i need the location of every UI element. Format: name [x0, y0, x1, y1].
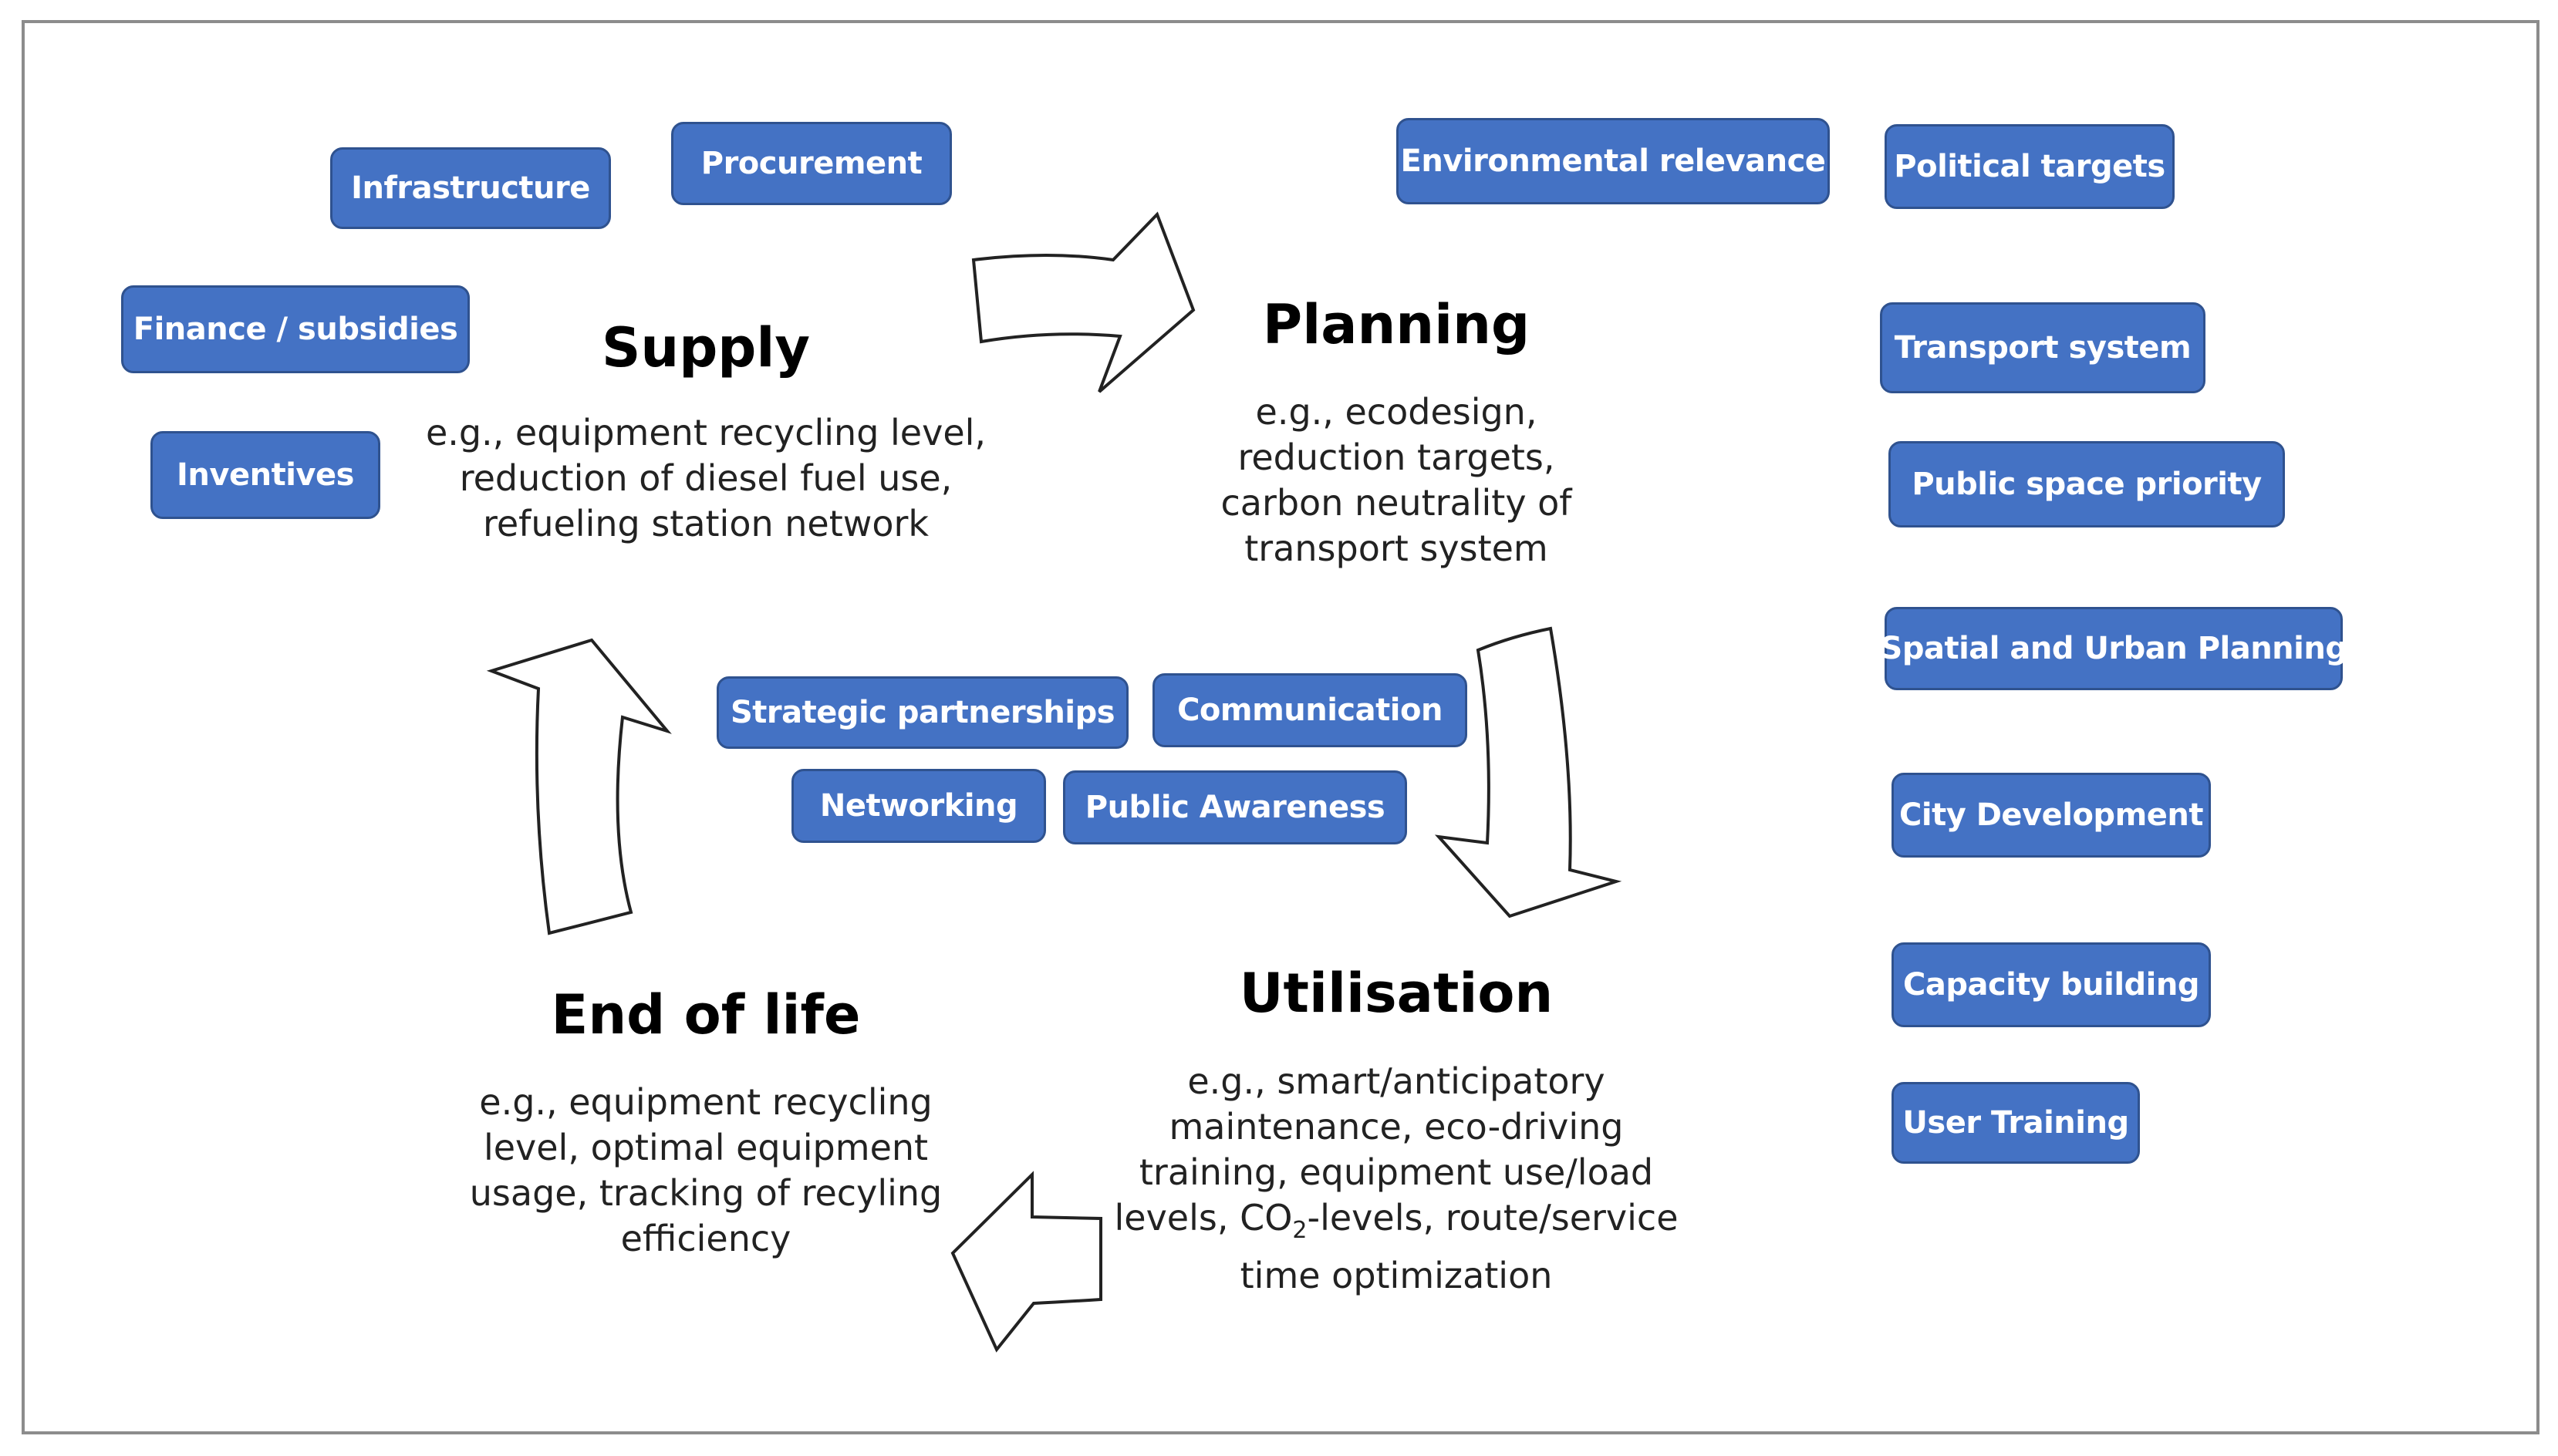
planning-desc-line: transport system — [1244, 527, 1548, 569]
city-development-box: City Development — [1892, 773, 2211, 858]
co2-suffix: -levels, route/service — [1307, 1197, 1679, 1239]
supply-title: Supply — [601, 316, 811, 379]
planning-title: Planning — [1262, 293, 1530, 356]
transport-system-box: Transport system — [1880, 302, 2205, 393]
arrow-end-of-life-to-supply — [486, 638, 672, 935]
end-of-life-desc-line: efficiency — [620, 1218, 791, 1259]
political-targets-box: Political targets — [1885, 124, 2175, 209]
end-of-life-desc-line: level, optimal equipment — [483, 1127, 929, 1168]
utilisation-desc-line: time optimization — [1240, 1255, 1553, 1297]
planning-desc-line: reduction targets, — [1237, 436, 1555, 478]
communication-box: Communication — [1152, 673, 1467, 747]
utilisation-title: Utilisation — [1239, 962, 1554, 1025]
supply-desc-line: reduction of diesel fuel use, — [459, 457, 953, 499]
environmental-relevance-box: Environmental relevance — [1396, 118, 1830, 204]
end-of-life-desc-line: usage, tracking of recyling — [469, 1172, 943, 1214]
supply-desc-line: refueling station network — [482, 503, 930, 544]
finance-subsidies-box: Finance / subsidies — [121, 285, 470, 373]
utilisation-desc-line: training, equipment use/load — [1139, 1151, 1654, 1193]
public-space-priority-box: Public space priority — [1888, 441, 2285, 527]
arrow-utilisation-to-end-of-life — [950, 1171, 1102, 1353]
inventives-box: Inventives — [150, 431, 380, 519]
strategic-partnerships-box: Strategic partnerships — [717, 676, 1129, 749]
end-of-life-description: e.g., equipment recycling level, optimal… — [397, 1080, 1014, 1262]
public-awareness-box: Public Awareness — [1063, 770, 1407, 844]
arrow-planning-to-utilisation — [1434, 626, 1622, 918]
utilisation-desc-co2-line: levels, CO2-levels, route/service — [1088, 1195, 1705, 1253]
procurement-box: Procurement — [671, 122, 952, 205]
planning-desc-line: e.g., ecodesign, — [1255, 391, 1537, 433]
co2-prefix: levels, CO — [1114, 1197, 1293, 1239]
planning-description: e.g., ecodesign, reduction targets, carb… — [1165, 389, 1628, 571]
co2-subscript: 2 — [1292, 1217, 1308, 1245]
supply-desc-line: e.g., equipment recycling level, — [425, 412, 987, 453]
utilisation-desc-line: e.g., smart/anticipatory — [1187, 1060, 1605, 1102]
utilisation-desc-line: maintenance, eco-driving — [1169, 1106, 1624, 1148]
arrow-supply-to-planning — [971, 211, 1196, 393]
networking-box: Networking — [791, 769, 1046, 843]
spatial-urban-planning-box: Spatial and Urban Planning — [1881, 607, 2347, 690]
end-of-life-desc-line: e.g., equipment recycling — [479, 1081, 933, 1123]
utilisation-description: e.g., smart/anticipatory maintenance, ec… — [1088, 1059, 1705, 1299]
planning-desc-line: carbon neutrality of — [1220, 482, 1572, 524]
diagram-frame — [22, 20, 2539, 1434]
infrastructure-box: Infrastructure — [330, 147, 611, 229]
supply-description: e.g., equipment recycling level, reducti… — [397, 410, 1014, 547]
capacity-building-box: Capacity building — [1892, 942, 2211, 1027]
end-of-life-title: End of life — [551, 983, 861, 1046]
user-training-box: User Training — [1892, 1082, 2140, 1164]
